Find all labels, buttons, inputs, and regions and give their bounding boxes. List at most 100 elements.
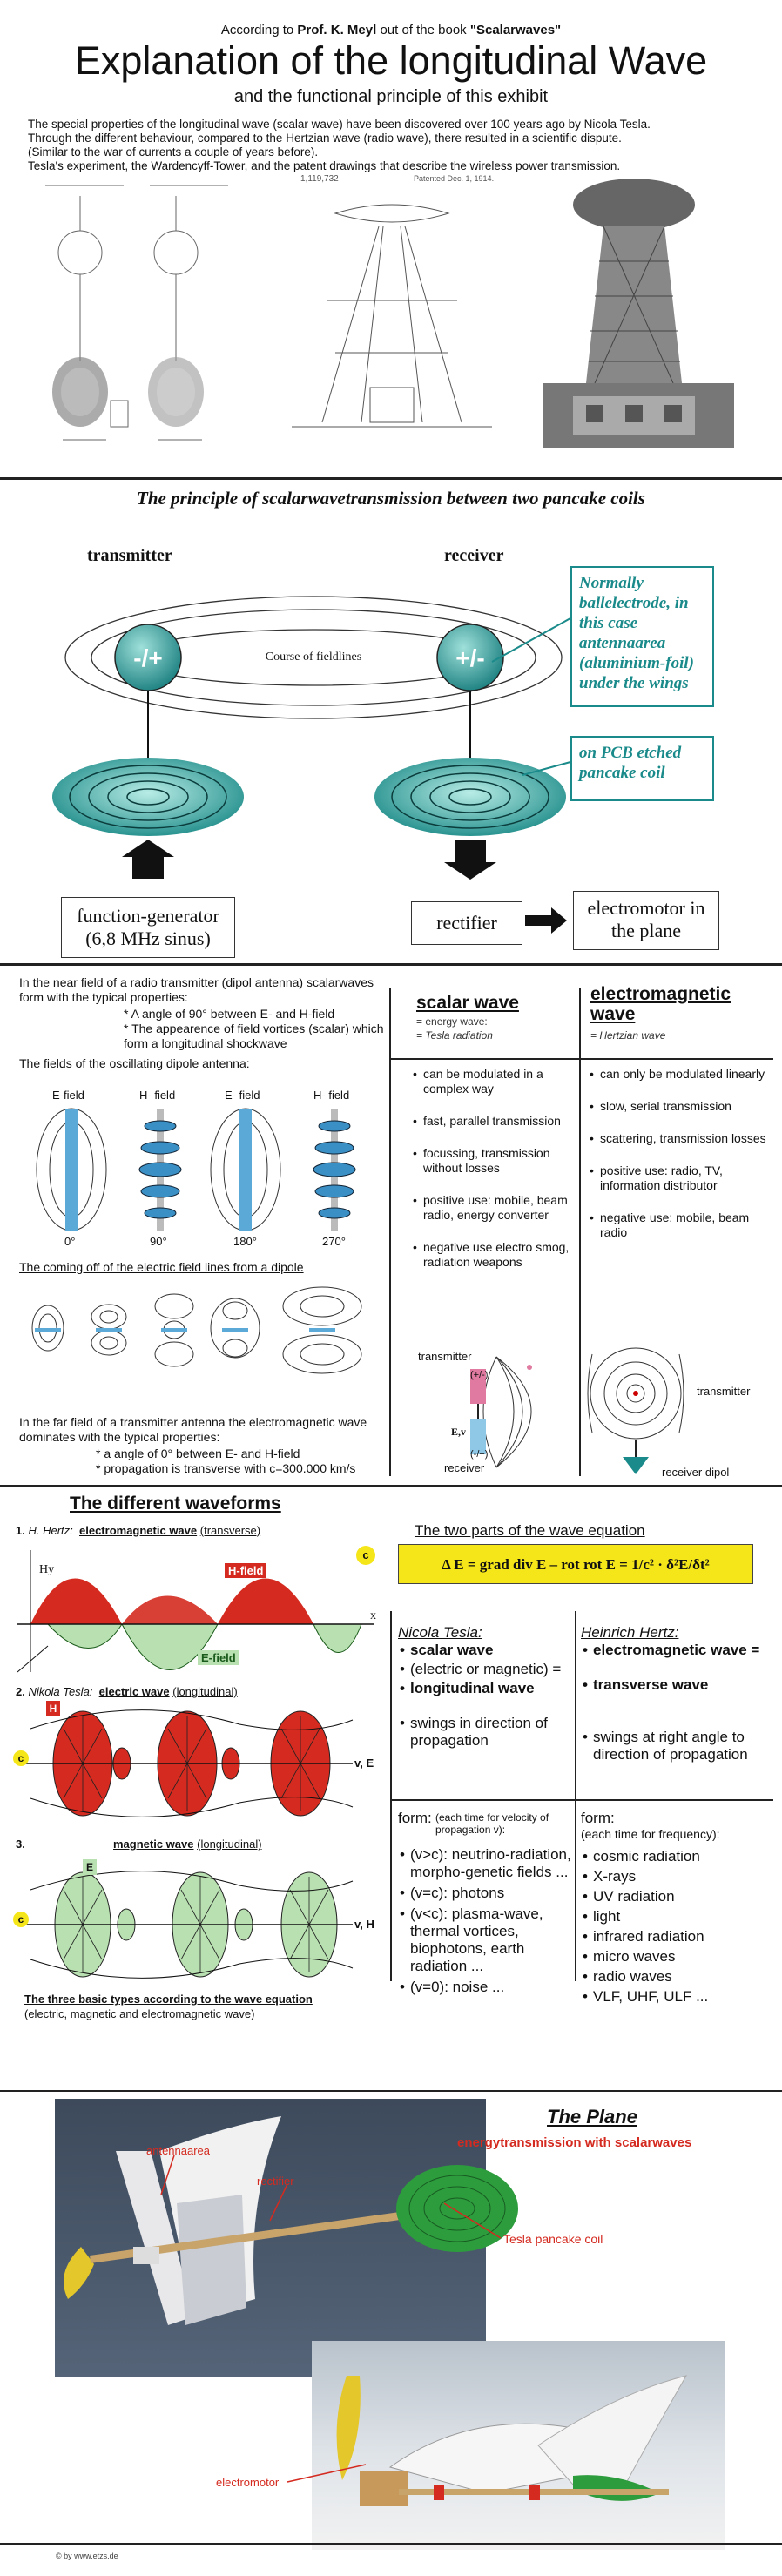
waveforms-heading: The different waveforms <box>70 1494 281 1514</box>
list-item: longitudinal wave <box>398 1680 572 1697</box>
list-item: (v=0): noise ... <box>398 1979 572 1996</box>
list-item: X-rays <box>581 1868 772 1885</box>
list-item: can only be modulated linearly <box>588 1067 771 1082</box>
em-transmitter-label: transmitter <box>697 1385 751 1398</box>
minus-plus-label: (-/+) <box>470 1449 489 1460</box>
field-label: H- field <box>313 1089 350 1102</box>
function-generator-sub: (6,8 MHz sinus) <box>85 927 211 949</box>
nearfield-bullet-1: * A angle of 90° between E- and H-field <box>124 1007 335 1021</box>
em-properties-list: can only be modulated linearly slow, ser… <box>588 1067 771 1251</box>
page-subtitle: and the functional principle of this exh… <box>233 87 549 106</box>
scalar-wave-title: scalar wave <box>416 993 519 1013</box>
field-label: E-field <box>52 1089 84 1102</box>
farfield-intro: In the far field of a transmitter antenn… <box>19 1415 367 1444</box>
transmitter-label: transmitter <box>87 546 172 565</box>
list-item: scalar wave <box>398 1642 572 1659</box>
tesla-wave-list: scalar wave (electric or magnetic) = lon… <box>398 1642 572 1760</box>
dipole-field-diagram: E-field H- field E- field H- field 0° 90… <box>17 1078 383 1252</box>
farfield-bullet-1: * a angle of 0° between E- and H-field <box>96 1446 300 1460</box>
em-wave-sub: = Hertzian wave <box>590 1029 666 1042</box>
item-author: Nikola Tesla: <box>28 1685 93 1698</box>
em-wave-drawing: H-field E-field Hy x c <box>13 1541 383 1681</box>
divider <box>0 963 782 966</box>
divider <box>0 1485 782 1487</box>
scalar-wave-sub: = Tesla radiation <box>416 1029 493 1042</box>
waveform-item-3-number: 3. <box>16 1838 25 1851</box>
tesla-form-sub: (each time for velocity of propagation v… <box>435 1811 549 1836</box>
list-item: infrared radiation <box>581 1928 772 1945</box>
list-item: focussing, transmission without losses <box>411 1146 572 1176</box>
page-title: Explanation of the longitudinal Wave <box>74 38 708 83</box>
list-item: (v>c): neutrino-radiation, morpho-geneti… <box>398 1846 572 1881</box>
hy-label: Hy <box>39 1563 55 1576</box>
divider <box>0 2543 782 2545</box>
item-name: magnetic wave <box>113 1838 194 1851</box>
item-name: electromagnetic wave <box>79 1524 198 1537</box>
angle-label: 180° <box>233 1235 257 1248</box>
e-v-label: E,v <box>451 1426 467 1438</box>
waveform-item-3: magnetic wave (longitudinal) <box>113 1838 262 1851</box>
list-item: (electric or magnetic) = <box>398 1661 572 1678</box>
rectifier-photo-label: rectifier <box>257 2175 294 2188</box>
em-wave-title: electromagnetic wave <box>590 984 731 1024</box>
tesla-coil-label: Tesla pancake coil <box>503 2232 603 2246</box>
equation-heading: The two parts of the wave equation <box>415 1522 645 1539</box>
list-item: radio waves <box>581 1968 772 1986</box>
electrode-note: Normally ballelectrode, in this case ant… <box>570 566 714 707</box>
plane-label-pointers <box>160 2155 502 2483</box>
column-divider <box>390 1058 773 1060</box>
hertz-form-title: form: <box>581 1810 615 1826</box>
comingoff-heading: The coming off of the electric field lin… <box>19 1260 304 1274</box>
patent-number: 1,119,732 <box>300 174 339 184</box>
field-label: H- field <box>139 1089 176 1102</box>
function-generator-box: function-generator (6,8 MHz sinus) <box>61 897 235 958</box>
list-item: can be modulated in a complex way <box>411 1067 572 1096</box>
item-number: 2. <box>16 1685 25 1698</box>
h-field-label: H-field <box>225 1563 267 1578</box>
field-lines-detach-diagram <box>17 1280 383 1393</box>
item-type: (longitudinal) <box>172 1685 238 1698</box>
list-item: swings at right angle to direction of pr… <box>581 1729 777 1763</box>
intro-line: Tesla's experiment, the Wardencyff-Tower… <box>28 159 621 172</box>
list-item: negative use: mobile, beam radio <box>588 1210 771 1240</box>
list-item: positive use: radio, TV, information dis… <box>588 1163 771 1193</box>
plane-subheading: energytransmission with scalarwaves <box>457 2135 692 2150</box>
tesla-form-title: form: <box>398 1810 432 1826</box>
em-transmission-diagram: transmitter receiver dipol <box>583 1337 779 1485</box>
byline-prefix: According to <box>220 23 294 37</box>
patent-date: Patented Dec. 1, 1914. <box>414 174 495 183</box>
item-type: (longitudinal) <box>197 1838 262 1851</box>
angle-label: 0° <box>64 1235 76 1248</box>
column-divider <box>389 988 391 1476</box>
column-divider <box>390 1611 392 1981</box>
divider <box>0 2090 782 2092</box>
dipole-heading: The fields of the oscillating dipole ant… <box>19 1056 250 1070</box>
principle-heading: The principle of scalarwavetransmission … <box>137 488 645 509</box>
hertz-wave-list: electromagnetic wave = transverse wave s… <box>581 1642 777 1774</box>
antennaarea-label: antennaarea <box>146 2144 211 2157</box>
nearfield-intro: In the near field of a radio transmitter… <box>19 975 374 1004</box>
pancake-coil-diagram: -/+ +/- Course of fieldlines <box>52 566 592 888</box>
intro-line: (Similar to the war of currents a couple… <box>28 145 319 158</box>
item-type: (transverse) <box>199 1524 261 1537</box>
list-item: UV radiation <box>581 1888 772 1905</box>
electromotor-box: electromotor in the plane <box>573 891 719 950</box>
list-item: (v=c): photons <box>398 1885 572 1902</box>
intro-line: The special properties of the longitudin… <box>28 118 651 131</box>
tesla-forms-list: (v>c): neutrino-radiation, morpho-geneti… <box>398 1846 572 2006</box>
intro-line: Through the different behaviour, compare… <box>28 131 622 145</box>
arrow-right-icon <box>525 907 567 934</box>
em-receiver-label: receiver dipol <box>662 1466 730 1479</box>
list-item: (v<c): plasma-wave, thermal vortices, bi… <box>398 1905 572 1975</box>
scalar-receiver-label: receiver <box>444 1461 485 1474</box>
note-pointers <box>491 617 571 776</box>
byline-book: "Scalarwaves" <box>469 23 562 37</box>
farfield-bullet-2: * propagation is transverse with c=300.0… <box>96 1461 356 1475</box>
list-item: scattering, transmission losses <box>588 1131 771 1146</box>
v-h-label: v, H <box>354 1918 374 1931</box>
patent-drawing-coils <box>28 179 237 466</box>
wave-equation: Δ E = grad div E – rot rot E = 1/c² · δ²… <box>398 1544 753 1584</box>
receiver-sign: +/- <box>455 644 485 671</box>
list-item: cosmic radiation <box>581 1848 772 1865</box>
list-item: micro waves <box>581 1948 772 1966</box>
